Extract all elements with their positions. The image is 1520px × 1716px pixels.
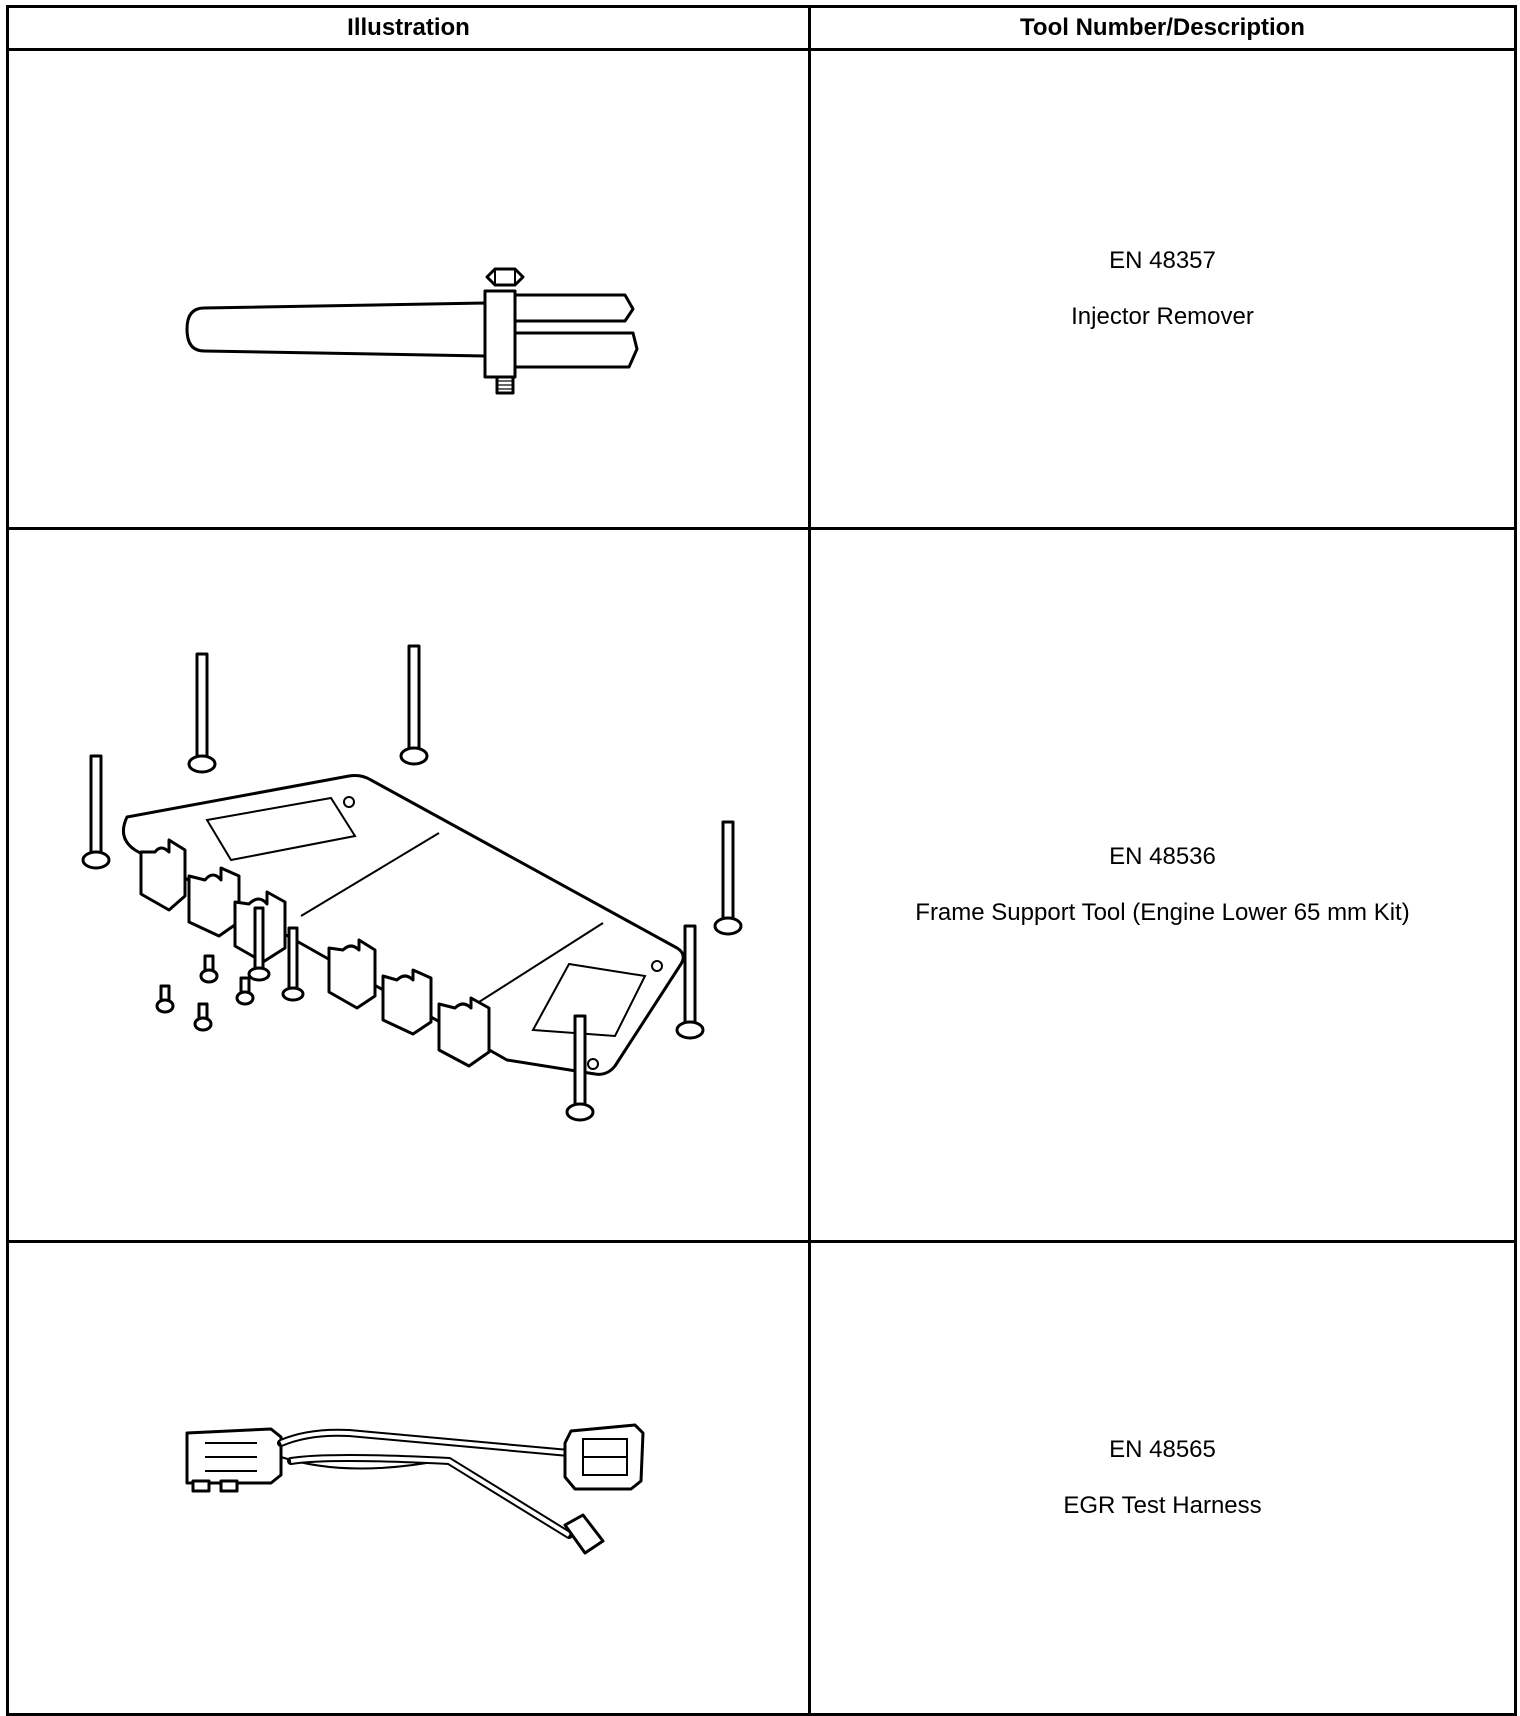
table-row: EN 48357 Injector Remover xyxy=(6,48,1517,530)
tool-description-cell: EN 48357 Injector Remover xyxy=(808,48,1517,530)
tool-number: EN 48536 xyxy=(1109,843,1216,870)
tool-number: EN 48357 xyxy=(1109,247,1216,274)
egr-test-harness-illustration xyxy=(185,1423,645,1555)
table-row: EN 48565 EGR Test Harness xyxy=(6,1240,1517,1716)
tool-number: EN 48565 xyxy=(1109,1436,1216,1463)
table-header-row: Illustration Tool Number/Description xyxy=(6,5,1517,51)
illustration-cell xyxy=(6,527,811,1243)
long-bolts xyxy=(81,644,743,1122)
tool-description-cell: EN 48536 Frame Support Tool (Engine Lowe… xyxy=(808,527,1517,1243)
frame-support-tool-illustration xyxy=(81,644,743,1122)
illustration-cell xyxy=(6,48,811,530)
table-row: EN 48536 Frame Support Tool (Engine Lowe… xyxy=(6,527,1517,1243)
tool-description: Frame Support Tool (Engine Lower 65 mm K… xyxy=(915,899,1410,926)
tool-description-cell: EN 48565 EGR Test Harness xyxy=(808,1240,1517,1716)
short-screws xyxy=(155,954,255,1032)
tool-description: Injector Remover xyxy=(1071,303,1254,330)
injector-remover-illustration xyxy=(185,267,639,395)
illustration-cell xyxy=(6,1240,811,1716)
header-tool-number-description: Tool Number/Description xyxy=(808,5,1517,51)
special-tools-table: Illustration Tool Number/Description xyxy=(6,5,1517,1716)
header-illustration: Illustration xyxy=(6,5,811,51)
tool-description: EGR Test Harness xyxy=(1063,1492,1262,1519)
